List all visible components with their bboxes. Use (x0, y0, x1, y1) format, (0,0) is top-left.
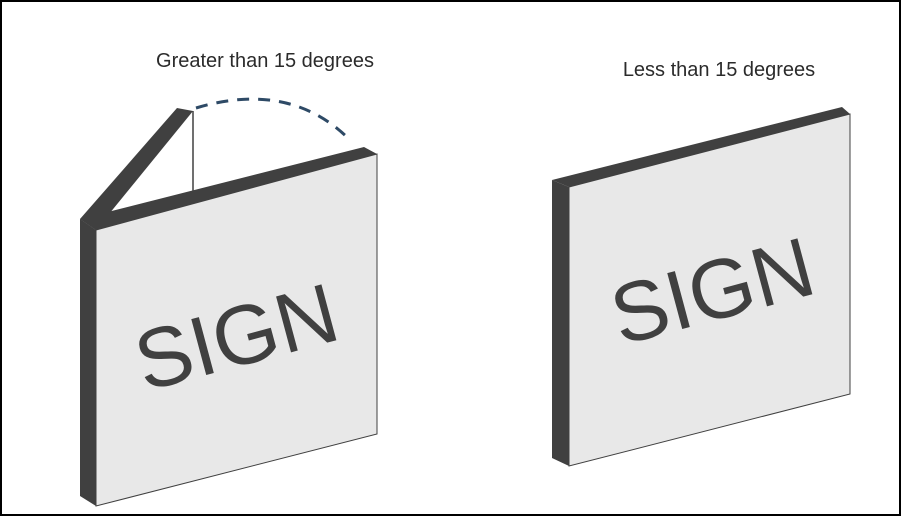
angle-arc (195, 97, 352, 142)
v-shaped-sign: SIGN (80, 97, 378, 507)
flat-sign-side-edge (552, 180, 569, 466)
v-sign-top-edge (80, 147, 377, 230)
flat-sign: SIGN (552, 107, 851, 467)
v-sign-side-edge (80, 219, 96, 506)
caption-greater-than: Greater than 15 degrees (156, 50, 374, 72)
flat-sign-top-edge (552, 107, 850, 187)
caption-less-than: Less than 15 degrees (623, 59, 815, 81)
v-sign-face (95, 153, 378, 507)
flat-sign-face (568, 113, 851, 467)
v-sign-angled-panel (80, 108, 193, 230)
